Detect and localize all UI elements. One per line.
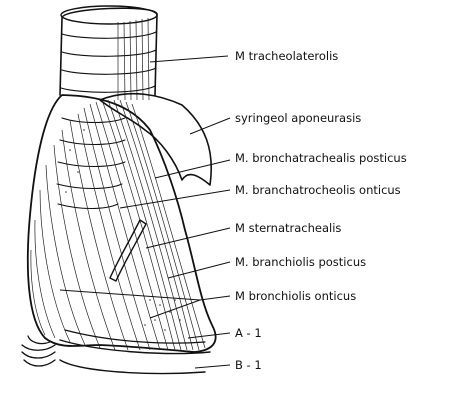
label-a1: A - 1 xyxy=(235,326,262,340)
label-sternotrachealis: M sternatrachealis xyxy=(235,221,341,235)
label-syringeal-aponeurosis: syringeol aponeurasis xyxy=(235,111,361,125)
label-bronchialis-anticus: M bronchiolis onticus xyxy=(235,289,356,303)
trachea xyxy=(60,6,157,100)
label-b1: B - 1 xyxy=(235,358,262,372)
syrinx-body xyxy=(28,95,216,352)
muscle-fibers xyxy=(31,100,205,350)
leader-lines xyxy=(60,56,230,368)
label-bronchialis-posticus: M. branchiolis posticus xyxy=(235,255,366,269)
tracheolateralis-fibers xyxy=(118,18,149,100)
label-bronchotrachealis-anticus: M. branchatrocheolis onticus xyxy=(235,183,401,197)
label-bronchotrachealis-posticus: M. bronchatrachealis posticus xyxy=(235,151,407,165)
label-tracheolateralis: M tracheolaterolis xyxy=(235,49,338,63)
sternotrachealis xyxy=(110,220,146,281)
